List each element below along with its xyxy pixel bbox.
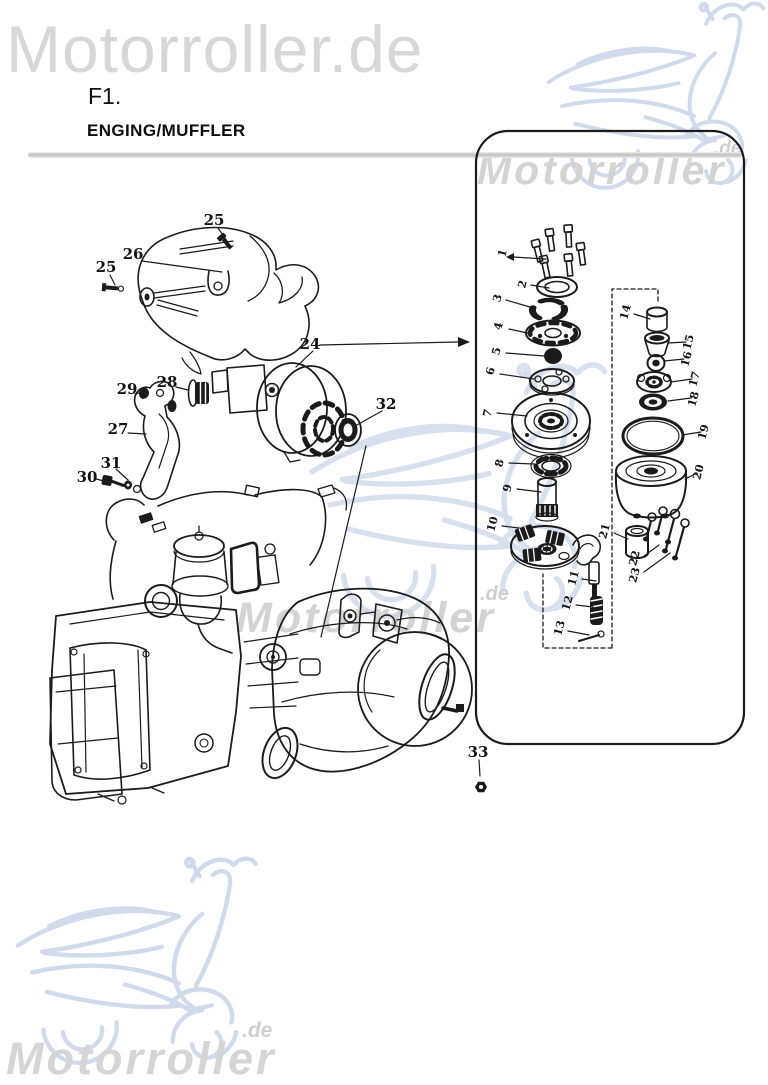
watermark-domain-bottom: .de — [242, 1019, 273, 1042]
page-heading: ENGING/MUFFLER — [87, 121, 246, 140]
watermark-brand-bottom: Motorroller — [6, 1033, 277, 1084]
divider-rule — [28, 152, 742, 158]
figure-label: F1. — [88, 83, 122, 109]
scooter-sketch-middle — [312, 365, 605, 616]
watermark-brand-middle: Motorroller — [236, 594, 496, 642]
watermark-domain-middle: .de — [480, 583, 509, 605]
watermark-logo-top: Motorroller.de — [6, 12, 424, 86]
